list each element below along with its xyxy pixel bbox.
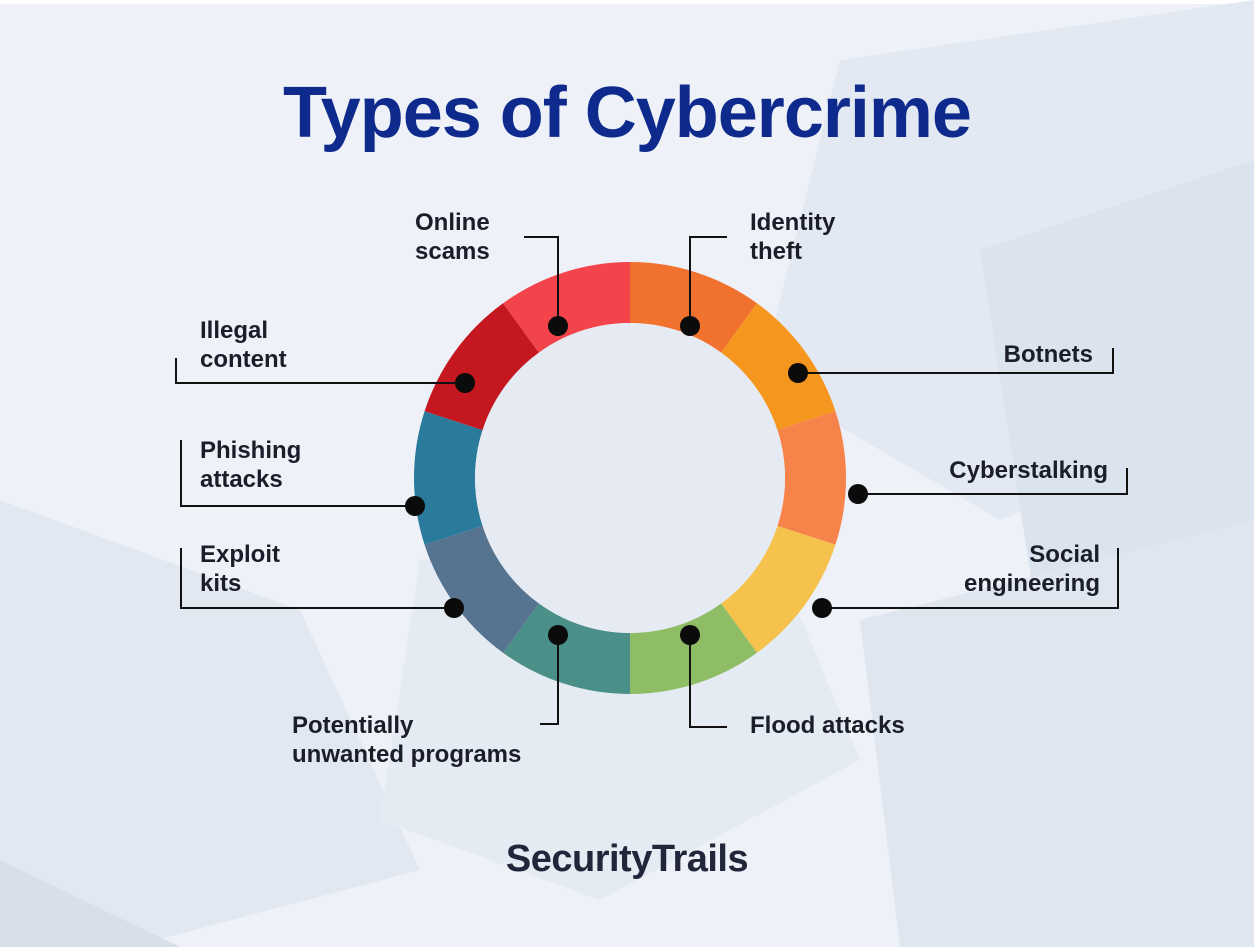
marker-dot-phishing-attacks (405, 496, 425, 516)
leader-line-potentially-unwanted-programs (540, 635, 559, 725)
marker-dot-potentially-unwanted-programs (548, 625, 568, 645)
page-title: Types of Cybercrime (283, 73, 972, 153)
leader-lines (175, 236, 1128, 728)
segment-illegal-content (424, 303, 539, 431)
label-botnets: Botnets (1003, 341, 1093, 368)
leader-line-flood-attacks (689, 635, 727, 728)
ring (413, 262, 846, 694)
segment-phishing-attacks (413, 411, 483, 545)
leader-line-cyberstalking (858, 468, 1128, 495)
segment-potentially-unwanted-programs (503, 603, 630, 694)
segment-social-engineering (721, 525, 836, 653)
leader-line-botnets (798, 348, 1114, 374)
label-flood-attacks: Flood attacks (750, 712, 905, 739)
leader-line-phishing-attacks (180, 440, 415, 507)
leader-line-illegal-content (175, 358, 465, 384)
marker-dot-botnets (788, 363, 808, 383)
segment-online-scams (503, 262, 630, 353)
segment-identity-theft (630, 262, 757, 353)
segment-exploit-kits (424, 525, 539, 653)
marker-dot-social-engineering (812, 598, 832, 618)
leader-line-exploit-kits (180, 548, 454, 609)
marker-dot-flood-attacks (680, 625, 700, 645)
ring-center (475, 323, 785, 633)
marker-dot-online-scams (548, 316, 568, 336)
leader-line-online-scams (524, 236, 559, 326)
segment-flood-attacks (630, 603, 757, 694)
brand-logo: SecurityTrails (505, 838, 749, 880)
segment-botnets (721, 303, 836, 431)
leader-line-social-engineering (822, 548, 1119, 609)
label-cyberstalking: Cyberstalking (949, 457, 1108, 484)
marker-dot-identity-theft (680, 316, 700, 336)
segment-cyberstalking (777, 411, 846, 545)
marker-dot-cyberstalking (848, 484, 868, 504)
marker-dot-illegal-content (455, 373, 475, 393)
leader-line-identity-theft (689, 236, 727, 326)
marker-dot-exploit-kits (444, 598, 464, 618)
